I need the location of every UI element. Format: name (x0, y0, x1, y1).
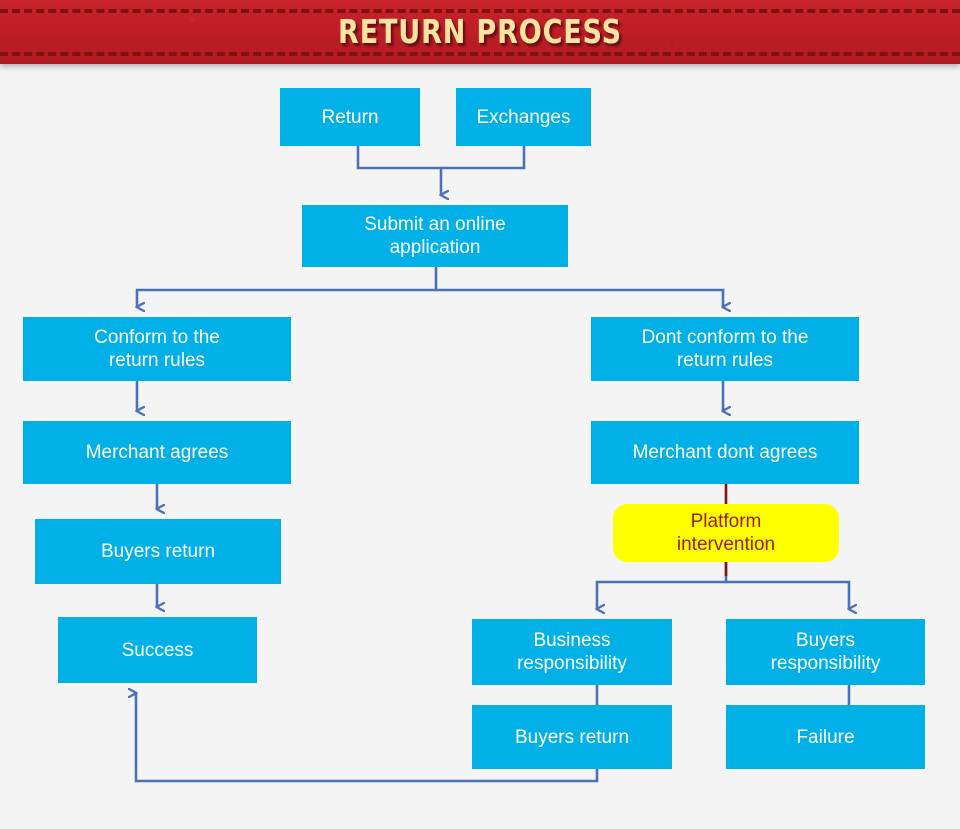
edge-feedback-to-success (136, 693, 599, 783)
node-label-line1: Conform to the (94, 327, 220, 348)
node-label-line1: Buyers (795, 630, 856, 651)
node-dont-conform-to-return-rules[interactable]: Dont conform to the return rules (591, 317, 859, 381)
node-exchanges[interactable]: Exchanges (456, 88, 591, 146)
stitch-line-top (0, 9, 960, 13)
stitch-line-bottom (0, 52, 960, 56)
node-merchant-dont-agrees[interactable]: Merchant dont agrees (591, 421, 859, 484)
node-label-line2: application (389, 237, 481, 258)
node-buyers-return-bottom[interactable]: Buyers return (472, 705, 672, 769)
node-label: Failure (796, 726, 855, 748)
connector-layer (0, 146, 960, 783)
node-submit-application[interactable]: Submit an online application (302, 205, 568, 267)
node-label-line1: Platform (690, 511, 762, 532)
node-label: Merchant dont agrees (632, 442, 818, 463)
node-label: Conform to the return rules (94, 326, 220, 372)
node-merchant-agrees[interactable]: Merchant agrees (23, 421, 291, 484)
node-label: Business responsibility (517, 629, 627, 675)
edge-submit-to-not-conform (436, 288, 723, 307)
node-return[interactable]: Return (280, 88, 420, 146)
node-success[interactable]: Success (58, 617, 257, 683)
node-buyers-responsibility[interactable]: Buyers responsibility (726, 619, 925, 685)
node-label: Buyers return (100, 541, 216, 562)
node-label-line2: intervention (676, 534, 776, 555)
node-label-line2: return rules (676, 350, 774, 371)
node-label-line2: responsibility (517, 653, 627, 674)
node-label: Buyers return (514, 726, 630, 748)
node-label: Success (121, 639, 194, 661)
edge-return-exchanges-merge (356, 146, 526, 170)
node-label: Merchant agrees (85, 442, 229, 463)
node-label: Dont conform to the return rules (642, 326, 809, 372)
node-buyers-return-left[interactable]: Buyers return (35, 519, 281, 584)
node-label-line1: Submit an online (364, 214, 506, 235)
node-business-responsibility[interactable]: Business responsibility (472, 619, 672, 685)
flowchart-canvas: Return Exchanges Submit an online applic… (0, 64, 960, 829)
header-banner: RETURN PROCESS (0, 0, 960, 64)
node-label-line1: Dont conform to the (641, 327, 809, 348)
node-label: Platform intervention (677, 510, 775, 556)
node-label-line2: return rules (108, 350, 206, 371)
node-platform-intervention[interactable]: Platform intervention (613, 504, 839, 562)
node-failure[interactable]: Failure (726, 705, 925, 769)
page-title: RETURN PROCESS (338, 12, 622, 51)
node-label: Exchanges (476, 106, 571, 128)
edge-platform-to-business-resp (597, 562, 728, 609)
node-label: Buyers responsibility (771, 629, 881, 675)
node-label-line2: responsibility (770, 653, 881, 674)
edge-submit-to-conform (137, 267, 438, 307)
node-label: Submit an online application (364, 213, 506, 259)
node-label-line1: Business (533, 630, 611, 651)
node-conform-to-return-rules[interactable]: Conform to the return rules (23, 317, 291, 381)
edge-platform-to-buyers-resp (726, 580, 849, 609)
node-label: Return (321, 106, 379, 128)
